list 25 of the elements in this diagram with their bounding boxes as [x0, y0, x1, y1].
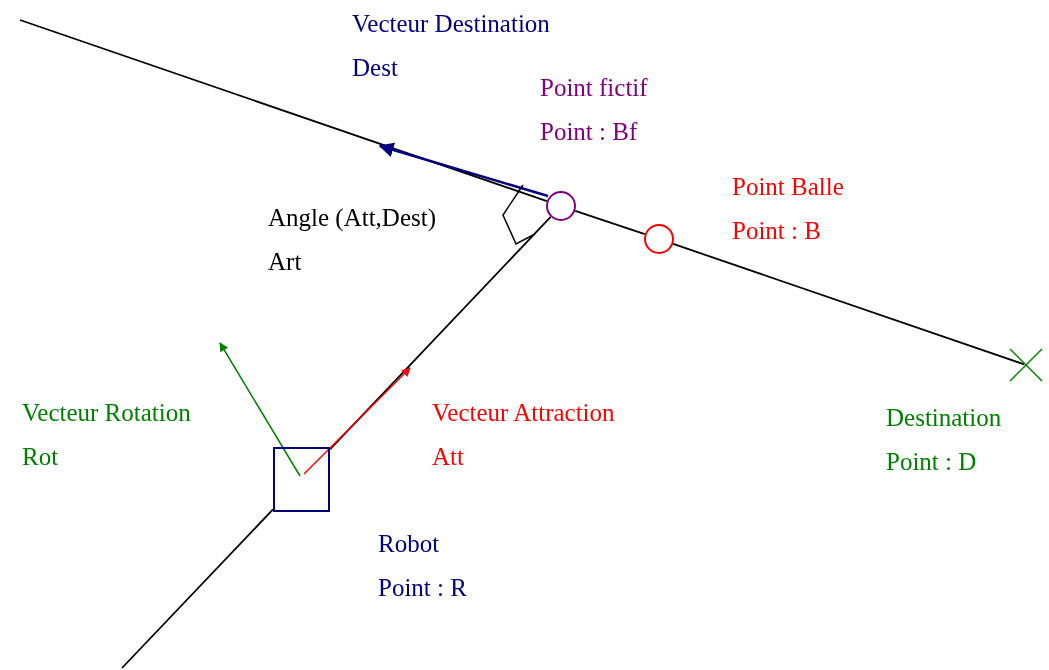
- vector-symbol: Att: [432, 443, 464, 471]
- point-name: Point fictif: [540, 74, 648, 102]
- robot-square: [273, 447, 330, 512]
- vector-name: Vecteur Destination: [352, 10, 550, 38]
- angle-symbol: Art: [268, 248, 302, 276]
- point-label: Point : B: [732, 217, 821, 245]
- line: [672, 242, 1025, 366]
- point-label: Point : D: [886, 448, 977, 476]
- line: [574, 209, 646, 236]
- vector-symbol: Dest: [352, 54, 398, 82]
- destination-cross: [1008, 347, 1044, 383]
- line: [121, 508, 274, 669]
- line: [19, 19, 548, 202]
- point-name: Point Balle: [732, 173, 844, 201]
- point-circle: [545, 190, 577, 222]
- vector-name: Vecteur Attraction: [432, 399, 615, 427]
- point-label: Point : R: [378, 574, 467, 602]
- point-label: Point : Bf: [540, 118, 638, 146]
- vector-symbol: Rot: [22, 443, 59, 471]
- point-name: Robot: [378, 530, 440, 558]
- point-name: Destination: [886, 404, 1002, 432]
- point-circle: [643, 223, 675, 255]
- vector-name: Vecteur Rotation: [22, 399, 191, 427]
- angle-name: Angle (Att,Dest): [268, 204, 437, 232]
- line: [329, 216, 552, 451]
